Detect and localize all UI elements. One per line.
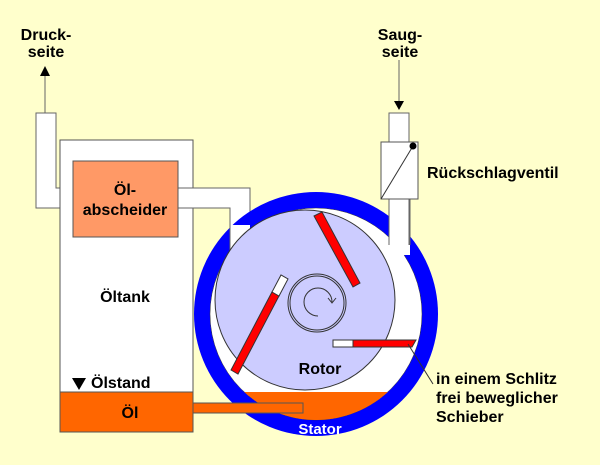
- label-saugseite-2: seite: [382, 44, 419, 61]
- inlet-arrow-head: [394, 101, 404, 110]
- rotation-arrow-icon: [303, 287, 333, 317]
- outlet-arrow-head: [40, 66, 50, 76]
- label-schieber-3: Schieber: [436, 409, 504, 426]
- label-oelabscheider-1: Öl-: [114, 180, 136, 199]
- rotation-arrowhead: [327, 297, 337, 304]
- label-rueckschlagventil: Rückschlagventil: [427, 165, 559, 182]
- vane-right: [332, 339, 417, 348]
- label-oel: Öl: [122, 403, 139, 422]
- label-schieber-2: frei beweglicher: [436, 390, 558, 407]
- check-valve-ball: [409, 142, 417, 150]
- label-oelabscheider-2: abscheider: [83, 202, 167, 219]
- label-druckseite-1: Druck-: [21, 27, 72, 44]
- label-saugseite-1: Saug-: [378, 27, 422, 44]
- label-stator: Stator: [298, 421, 342, 438]
- oil-separator: [72, 160, 179, 238]
- oil-level-marker-icon: [72, 378, 86, 390]
- oil-reservoir: [59, 391, 194, 433]
- label-rotor: Rotor: [299, 361, 342, 378]
- rotation-ring-outer: [287, 273, 347, 333]
- vane-left: [230, 274, 289, 375]
- oil-feed-line: [192, 402, 304, 414]
- label-oeltank: Öltank: [100, 287, 150, 306]
- label-schieber-1: in einem Schlitz: [436, 371, 557, 388]
- label-oelstand: Ölstand: [91, 373, 151, 392]
- inlet-pipe-lower: [389, 199, 409, 249]
- rotation-ring-inner: [289, 275, 345, 331]
- vane-top: [313, 211, 361, 288]
- check-valve-diagonal: [380, 145, 414, 200]
- inlet-pipe-top: [388, 112, 410, 144]
- label-druckseite-2: seite: [28, 44, 65, 61]
- vane-leader-line: [407, 343, 434, 385]
